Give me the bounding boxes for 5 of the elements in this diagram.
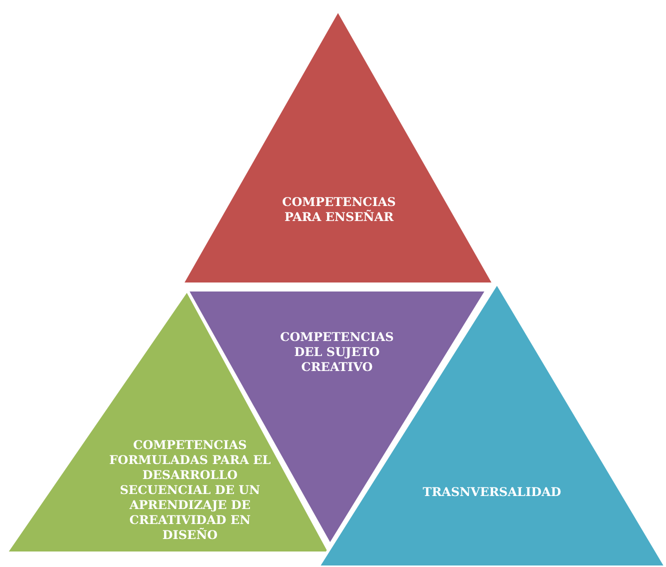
triangle-shape — [182, 10, 494, 284]
triangle-label: COMPETENCIAS PARA ENSEÑAR — [281, 195, 397, 225]
triangle-label: COMPETENCIAS DEL SUJETO CREATIVO — [279, 330, 395, 375]
triangle-label: TRASNVERSALIDAD — [422, 485, 562, 500]
triangle-label: COMPETENCIAS FORMULADAS PARA EL DESARROLLO SECUENCIAL DE UN APRENDIZAJE DE CREATIVIDAD EN DISEÑO — [108, 438, 272, 543]
